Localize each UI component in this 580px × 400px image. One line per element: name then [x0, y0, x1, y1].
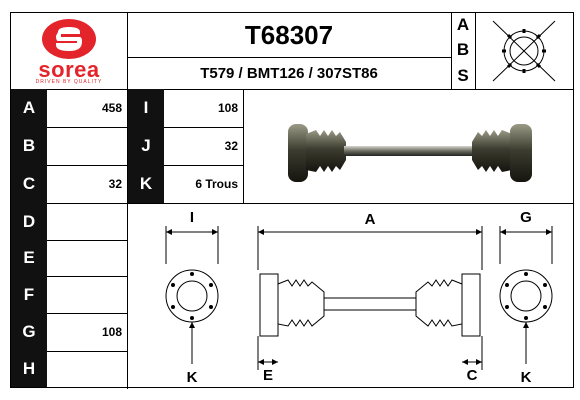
abs-letter-s: S: [457, 66, 469, 85]
spec-value-g: 108: [101, 325, 122, 339]
abs-ring-crossed-icon: [492, 20, 556, 82]
product-sheet: sorea DRIVEN BY QUALITY T68307 T579 / BM…: [10, 12, 574, 389]
abs-ring-crossed: [475, 13, 573, 89]
dimension-drawing: I A G K E C K: [165, 209, 553, 386]
spec-label-g: G: [11, 313, 47, 351]
spec-value-c: 32: [108, 177, 122, 191]
abs-letter-a: A: [456, 15, 470, 34]
drive-shaft-photo-icon: [288, 124, 532, 182]
spec-label-j: J: [128, 127, 164, 165]
spec-label-k: K: [128, 165, 164, 203]
product-photo: [244, 90, 573, 203]
spec-value-b: [47, 127, 127, 165]
spec-value-h: [47, 351, 127, 387]
cross-references: T579 / BMT126 / 307ST86: [200, 64, 378, 82]
spec-value-d: [47, 203, 127, 240]
dim-label-i: I: [190, 209, 194, 226]
spec-label-a: A: [11, 89, 47, 127]
dim-label-a: A: [365, 211, 376, 228]
spec-label-c: C: [11, 165, 47, 203]
spec-label-e: E: [11, 240, 47, 276]
technical-drawing: I A G K E C K: [128, 204, 573, 388]
spec-label-i: I: [128, 89, 164, 127]
spec-value-k: 6 Trous: [195, 177, 238, 191]
dim-label-g: G: [520, 209, 532, 226]
sorea-logo-icon: [42, 19, 96, 59]
brand-logo: sorea DRIVEN BY QUALITY: [11, 13, 127, 89]
spec-label-d: D: [11, 203, 47, 240]
spec-value-f: [47, 276, 127, 313]
spec-value-a: 458: [101, 101, 122, 115]
part-number: T68307: [244, 19, 334, 50]
spec-label-h: H: [11, 351, 47, 387]
abs-letter-b: B: [456, 40, 470, 59]
spec-label-b: B: [11, 127, 47, 165]
dim-label-c: C: [467, 367, 478, 384]
dim-label-k-left: K: [187, 369, 198, 386]
brand-name: sorea: [38, 57, 100, 82]
spec-value-e: [47, 240, 127, 276]
abs-column: A B S: [451, 13, 475, 89]
spec-value-j: 32: [224, 139, 238, 153]
spec-value-i: 108: [217, 101, 238, 115]
brand-tagline: DRIVEN BY QUALITY: [35, 79, 103, 85]
dim-label-k-right: K: [521, 369, 532, 386]
spec-label-f: F: [11, 276, 47, 313]
dim-label-e: E: [263, 367, 273, 384]
